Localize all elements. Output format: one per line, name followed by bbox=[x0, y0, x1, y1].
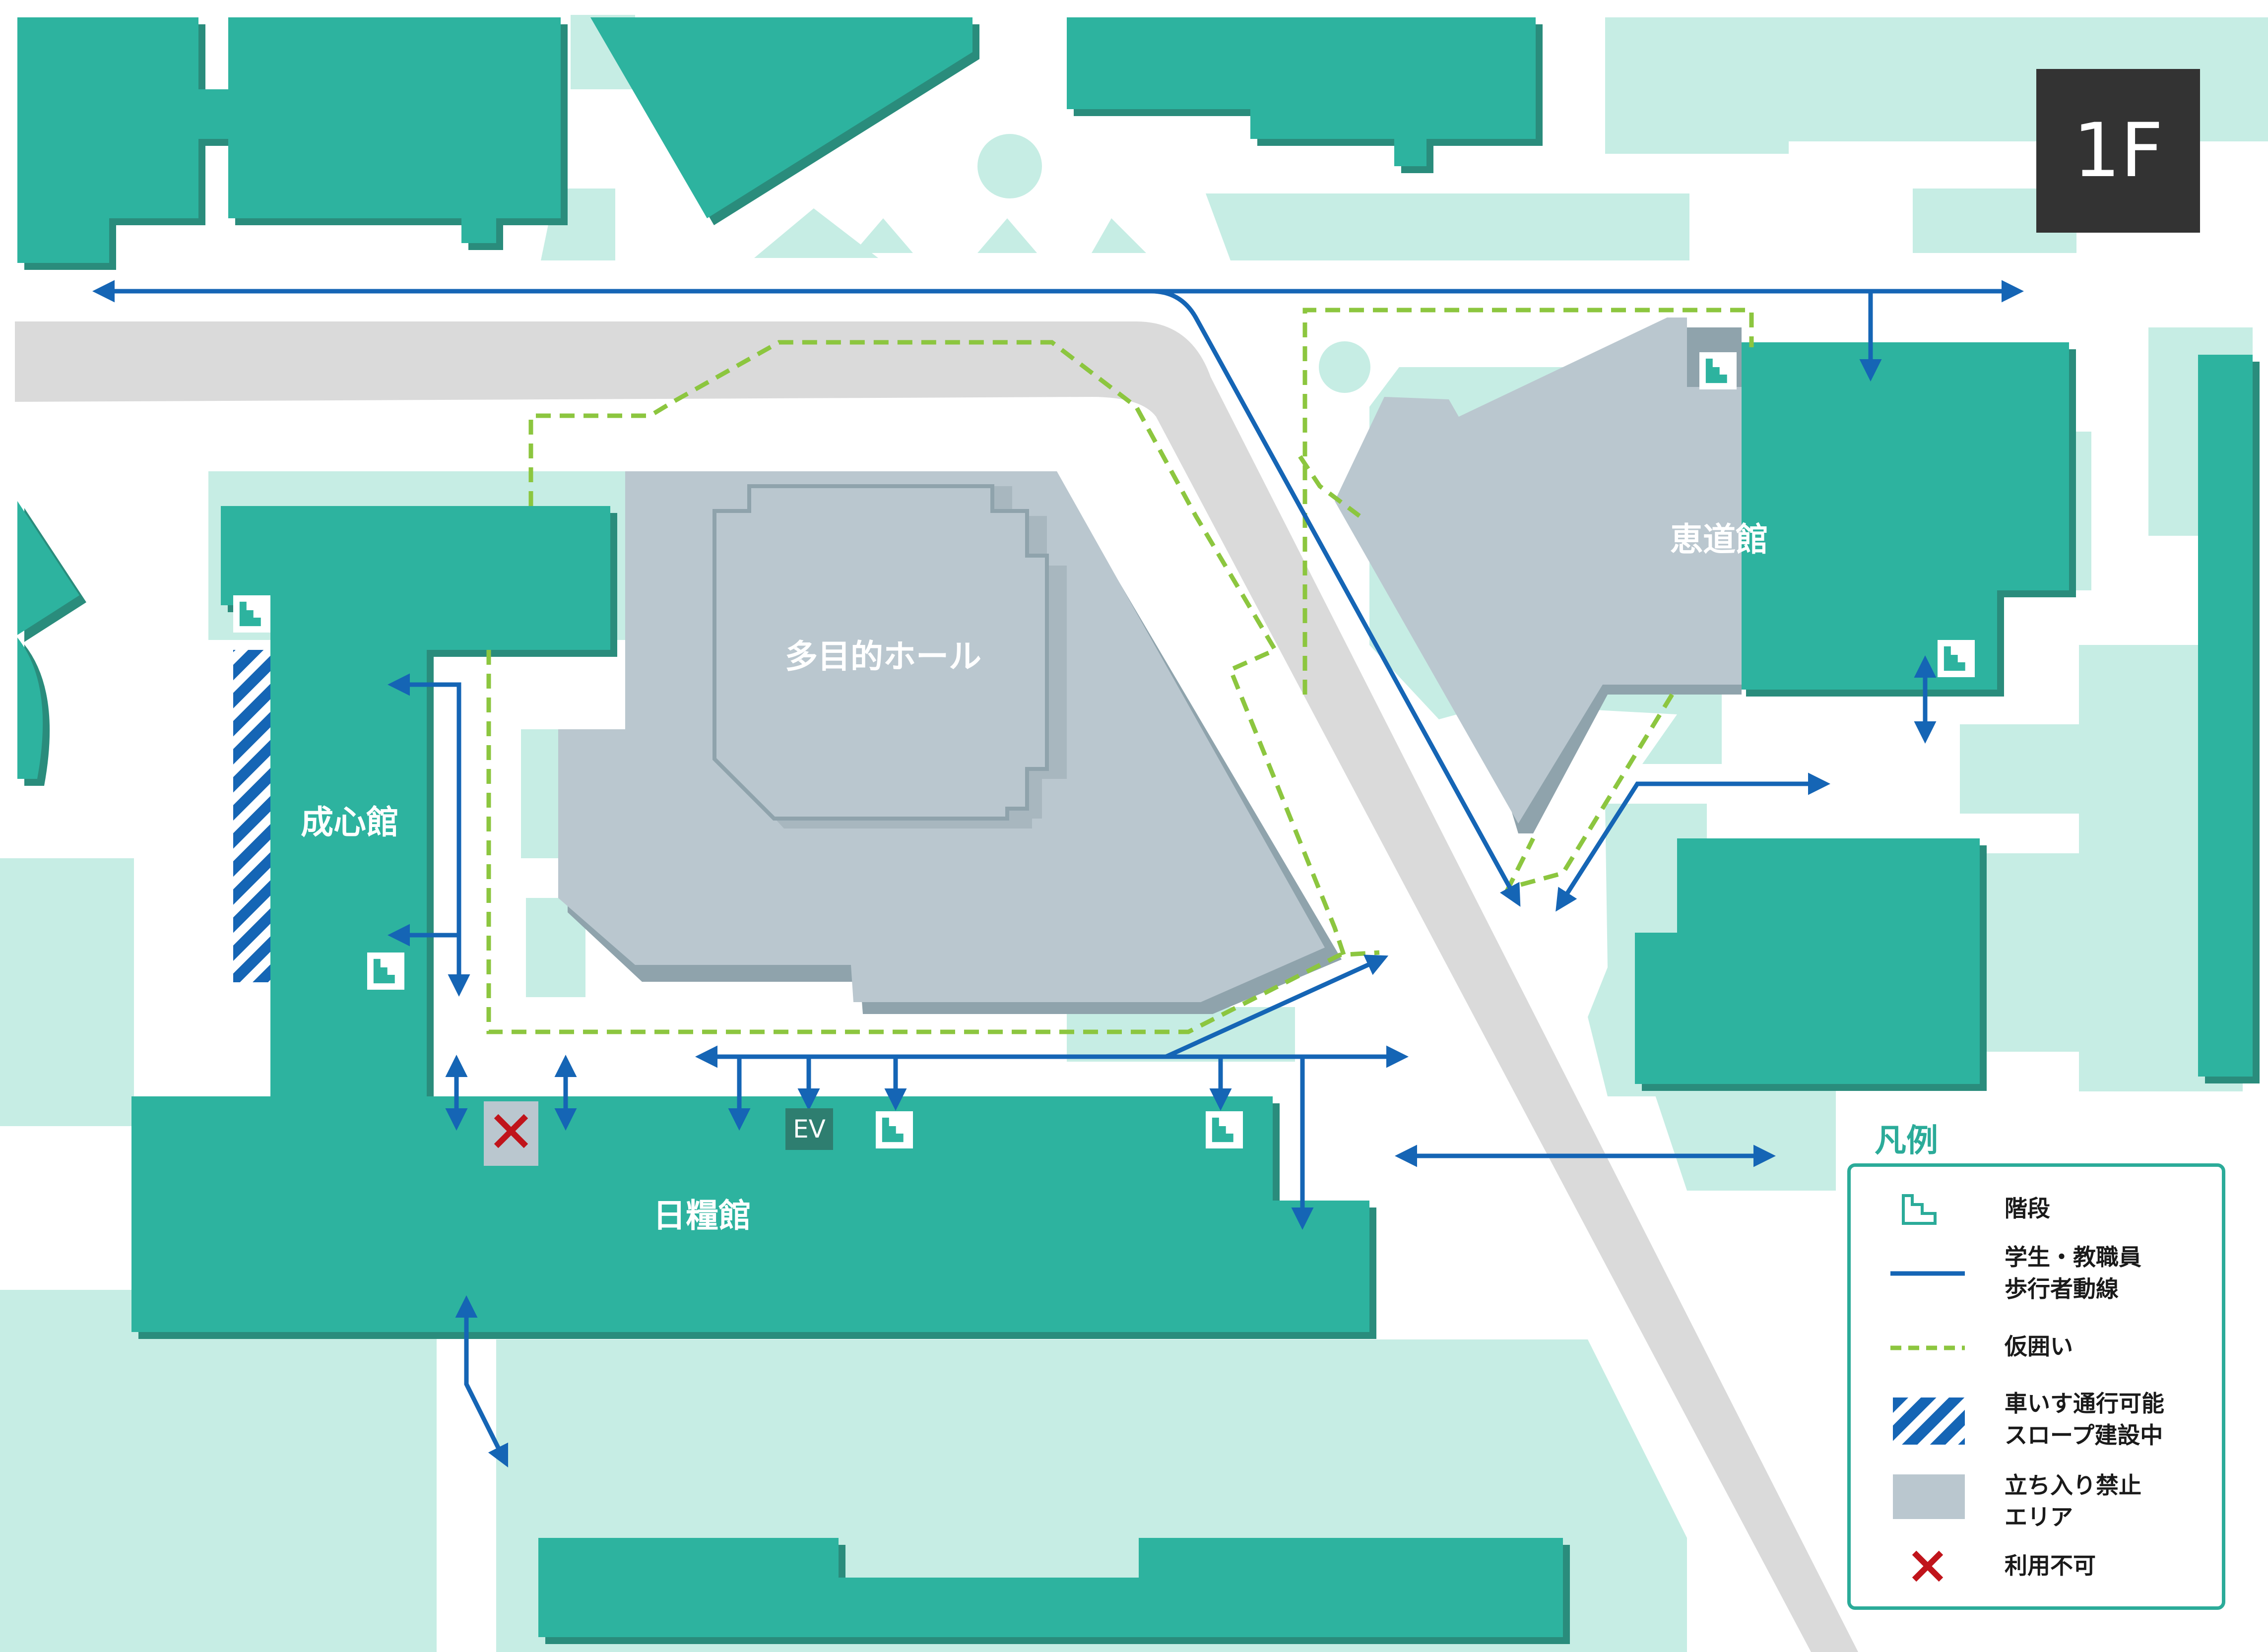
legend-label-slope-construction: 車いす通行可能 スロープ建設中 bbox=[2005, 1390, 2164, 1449]
road bbox=[15, 321, 1858, 1652]
restricted-area-icon bbox=[1893, 1474, 1965, 1519]
restricted-areas bbox=[558, 318, 1742, 1014]
stairs-icon bbox=[1902, 1194, 1937, 1225]
legend-label-temporary-fence: 仮囲い bbox=[2005, 1333, 2073, 1360]
legend: 階段 学生・教職員 歩行者動線 仮囲い 車いす通行可能 スロープ建設中 立ち入り… bbox=[1847, 1163, 2225, 1610]
slope-construction-icon bbox=[1893, 1398, 1965, 1445]
stairs-icon bbox=[876, 1111, 913, 1148]
stairs-icon bbox=[367, 953, 404, 990]
nikkokan-label: 日糧館 bbox=[653, 1197, 751, 1235]
pedestrian-routes bbox=[92, 280, 2024, 1468]
legend-label-restricted-area: 立ち入り禁止 エリア bbox=[2005, 1472, 2141, 1530]
elevator-badge: EV bbox=[785, 1108, 833, 1150]
unavailable-icon bbox=[494, 1114, 528, 1148]
temporary-fence-icon bbox=[1890, 1345, 1965, 1350]
stairs-icon bbox=[1699, 352, 1737, 389]
legend-label-stairs: 階段 bbox=[2005, 1195, 2050, 1222]
hall-label: 多目的ホール bbox=[785, 637, 981, 676]
seishinkan-label: 成心館 bbox=[301, 803, 399, 841]
stairs-icon bbox=[233, 595, 270, 633]
unavailable-icon bbox=[1912, 1550, 1944, 1582]
keidokan-label: 恵道館 bbox=[1670, 520, 1768, 559]
stairs-icon bbox=[1938, 640, 1975, 677]
floor-badge: 1F bbox=[2036, 69, 2200, 233]
stairs-icon bbox=[1206, 1111, 1243, 1148]
legend-label-pedestrian-route: 学生・教職員 歩行者動線 bbox=[2005, 1244, 2141, 1302]
legend-label-unavailable: 利用不可 bbox=[2005, 1552, 2096, 1579]
legend-title: 凡例 bbox=[1875, 1123, 1938, 1159]
pedestrian-route-icon bbox=[1890, 1271, 1965, 1276]
unavailable-entrance bbox=[484, 1101, 538, 1166]
slope-under-construction bbox=[233, 650, 270, 982]
